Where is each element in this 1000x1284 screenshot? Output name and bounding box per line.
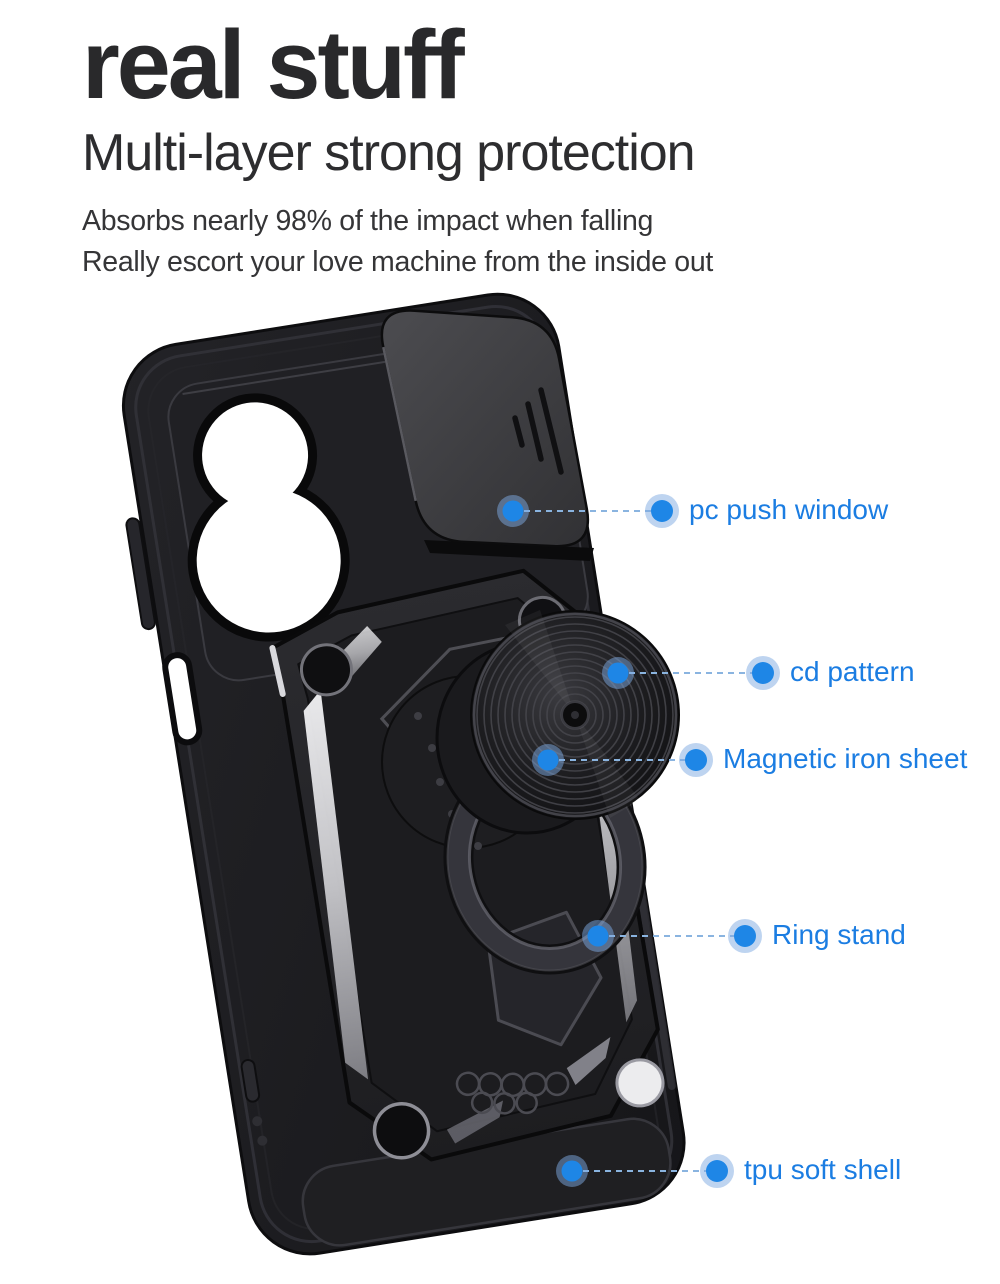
rivet-bottom-right	[615, 1058, 665, 1108]
page-title: real stuff	[82, 10, 465, 119]
callout-tpu-soft-shell: tpu soft shell	[700, 1154, 901, 1188]
side-slot-cutout	[162, 652, 203, 746]
product-dot-magnetic-iron-sheet	[532, 744, 564, 776]
cd-pattern-disc	[470, 610, 680, 820]
header: real stuff Multi-layer strong protection…	[82, 16, 942, 284]
description-line-1: Absorbs nearly 98% of the impact when fa…	[82, 205, 654, 238]
description-line-2: Really escort your love machine from the…	[82, 246, 714, 279]
silver-blade-left	[303, 690, 369, 1080]
side-small-button	[240, 1058, 261, 1103]
callout-pc-push-window: pc push window	[645, 494, 888, 528]
callout-connectors	[513, 510, 763, 1172]
callout-dot-icon	[728, 919, 762, 953]
callout-label: tpu soft shell	[744, 1154, 902, 1185]
callout-dot-icon	[645, 494, 679, 528]
callout-dot-icon	[679, 743, 713, 777]
callout-dot-icon	[700, 1154, 734, 1188]
slide-cover-grooves	[512, 387, 564, 475]
callout-dot-icon	[746, 656, 780, 690]
callout-magnetic-iron-sheet: Magnetic iron sheet	[679, 743, 967, 777]
product-dot-pc-push-window	[497, 495, 529, 527]
camera-cutout	[187, 393, 350, 642]
honeycomb-texture	[455, 1071, 570, 1115]
callout-label: cd pattern	[790, 656, 915, 687]
callout-cd-pattern: cd pattern	[746, 656, 915, 690]
product-dot-ring-stand	[582, 920, 614, 952]
callout-label: Ring stand	[772, 919, 906, 950]
callout-ring-stand: Ring stand	[728, 919, 906, 953]
product-dot-cd-pattern	[602, 657, 634, 689]
rivet-top-left	[299, 643, 353, 697]
rivet-bottom-left	[372, 1102, 431, 1160]
product-dot-tpu-soft-shell	[556, 1155, 588, 1187]
page-subtitle: Multi-layer strong protection	[82, 124, 696, 182]
callout-label: pc push window	[689, 494, 889, 525]
side-button-bar	[125, 517, 156, 631]
callout-label: Magnetic iron sheet	[723, 743, 968, 774]
slide-cover	[380, 309, 594, 561]
product-dots	[497, 495, 634, 1187]
